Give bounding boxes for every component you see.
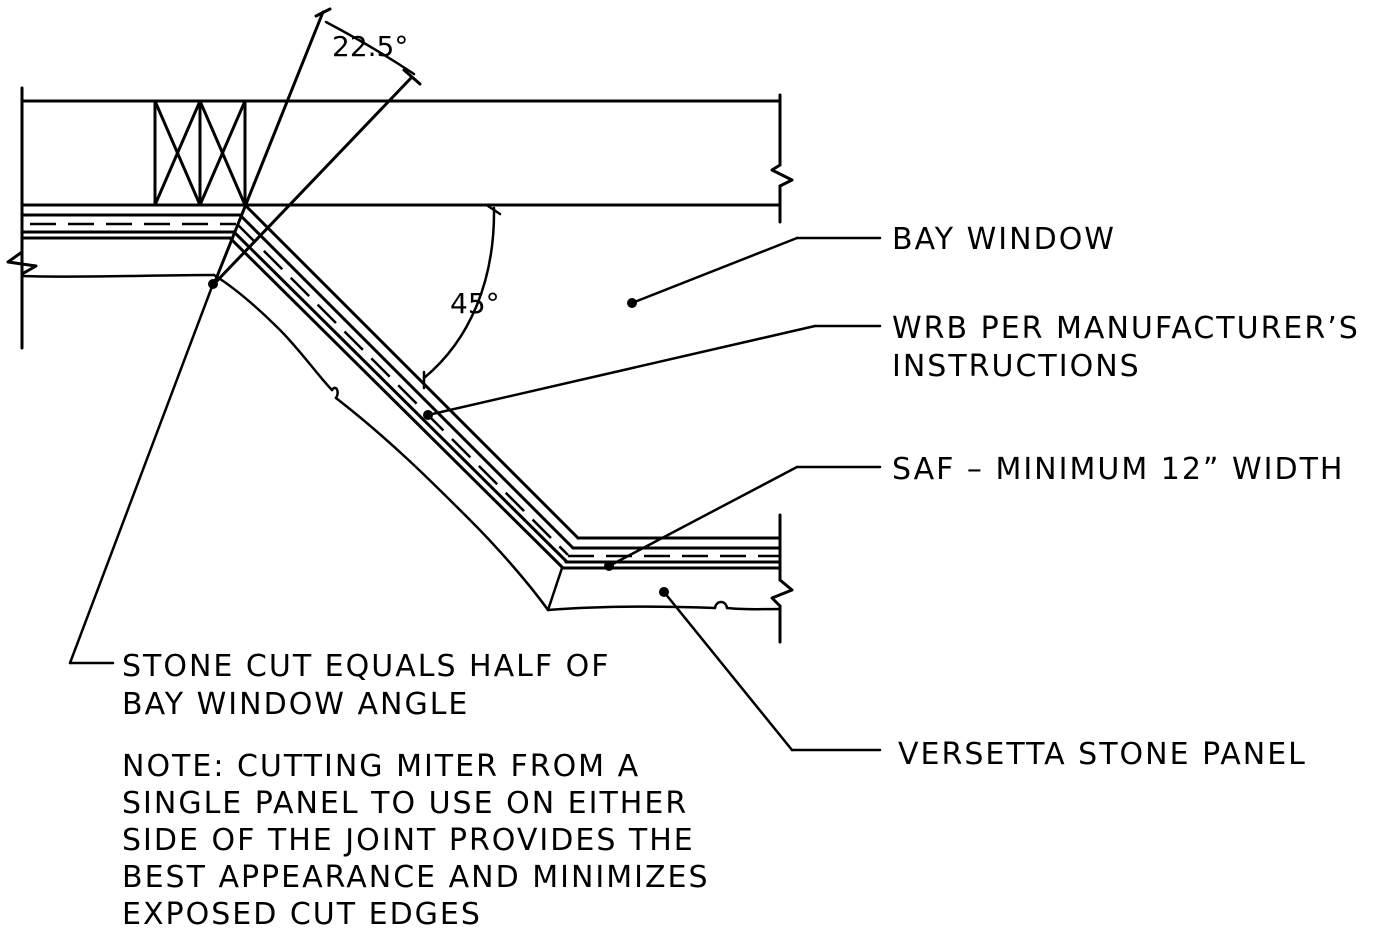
note-block: NOTE: CUTTING MITER FROM A SINGLE PANEL … xyxy=(122,749,710,930)
angle-45-label: 45° xyxy=(450,287,500,320)
stone-cut-label-line2: BAY WINDOW ANGLE xyxy=(122,687,469,722)
wrb-label-line1: WRB PER MANUFACTURER’S xyxy=(892,311,1360,346)
miter-and-dimensions xyxy=(212,7,502,390)
sheathing-angled xyxy=(228,203,580,569)
note-line2: SINGLE PANEL TO USE ON EITHER xyxy=(122,786,688,821)
wall-framing xyxy=(20,86,794,350)
angle-22-5-label: 22.5° xyxy=(332,30,408,63)
note-line5: EXPOSED CUT EDGES xyxy=(122,897,482,930)
versetta-stone-panel-label: VERSETTA STONE PANEL xyxy=(898,737,1307,772)
saf-label: SAF – MINIMUM 12” WIDTH xyxy=(892,452,1344,487)
sheathing-right xyxy=(560,513,794,644)
wrb-label-line2: INSTRUCTIONS xyxy=(892,349,1141,384)
leaders xyxy=(68,236,882,752)
sheathing-left xyxy=(6,213,242,278)
stone-panel xyxy=(212,273,782,612)
note-line3: SIDE OF THE JOINT PROVIDES THE xyxy=(122,823,695,858)
note-line4: BEST APPEARANCE AND MINIMIZES xyxy=(122,860,710,895)
stud-block xyxy=(153,99,247,207)
bay-window-label: BAY WINDOW xyxy=(892,222,1116,257)
note-line1: NOTE: CUTTING MITER FROM A xyxy=(122,749,640,784)
stone-cut-label-line1: STONE CUT EQUALS HALF OF xyxy=(122,649,610,684)
